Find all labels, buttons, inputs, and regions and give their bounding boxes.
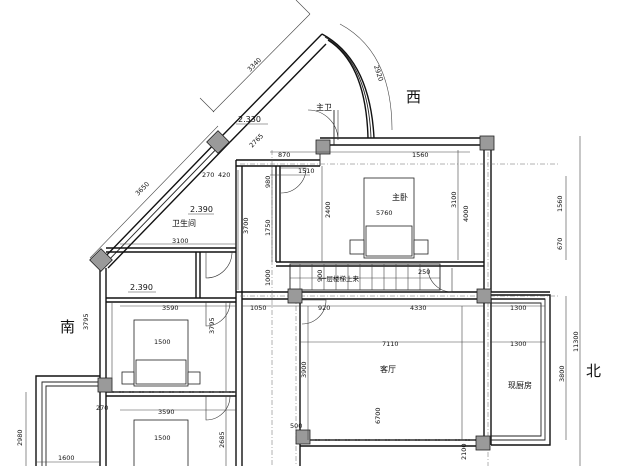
dim-1000: 1000 [264,269,272,286]
room-kitchen: 现厨房 [508,380,532,390]
direction-south: 南 [60,318,75,336]
dim-500: 500 [290,422,302,430]
dim-2100: 2100 [460,443,468,460]
dim-3800: 3800 [558,365,566,382]
dim-4000: 4000 [462,205,470,222]
dim-1300a: 1300 [510,304,527,312]
dim-420: 420 [218,171,230,179]
bed-b-dim: 1500 [154,434,171,442]
bed-master-dim: 5760 [376,209,393,217]
dim-3900a: 3900 [300,361,308,378]
dim-1050: 1050 [250,304,267,312]
dimension-lines [25,136,581,466]
doors [205,109,453,421]
dim-3795a: 3795 [82,313,90,330]
dim-11300: 11300 [572,331,580,352]
level-2390-lower: 2.390 [130,283,153,292]
dim-3700: 3700 [242,217,250,234]
dim-2400: 2400 [324,201,332,218]
interior-walls [106,110,484,397]
diagonal-facade [89,0,327,269]
stair-label: 一层楼梯上来 [320,274,360,283]
level-2330: 2.330 [238,115,261,124]
master-bed [349,177,429,259]
room-master-bath: 主卫 [316,102,332,112]
dim-2980: 2980 [16,429,24,446]
dim-1510: 1510 [298,167,315,175]
dim-3590b: 3590 [158,408,175,416]
south-balcony [35,375,100,466]
dim-3100a: 3100 [450,191,458,208]
dim-3650: 3650 [134,180,151,197]
dim-920: 920 [318,304,330,312]
dim-3340: 3340 [246,56,263,73]
dim-6700: 6700 [374,407,382,424]
dim-1750: 1750 [264,219,272,236]
dim-2685: 2685 [218,431,226,448]
dim-900: 900 [316,270,324,282]
stair-width: 250 [418,268,430,276]
bed-a-dim: 1500 [154,338,171,346]
dim-4330: 4330 [410,304,427,312]
dim-3795b: 3795 [208,317,216,334]
bed-b [133,419,189,466]
stair [289,263,441,291]
level-markers: 2.330 2.390 2.390 [128,115,268,293]
dim-1560: 1560 [412,151,429,159]
dim-3590a: 3590 [162,304,179,312]
dim-270: 270 [202,171,214,179]
direction-north: 北 [586,362,601,380]
dim-1600: 1600 [58,454,75,462]
dim-1300b: 1300 [510,340,527,348]
dim-670: 670 [556,238,564,250]
level-2390-upper: 2.390 [190,205,213,214]
direction-west: 西 [406,88,421,106]
room-bathroom: 卫生间 [172,218,196,228]
room-master-bedroom: 主卧 [392,192,408,202]
dim-1560r: 1560 [556,195,564,212]
room-living: 客厅 [380,364,396,374]
kitchen-bay [491,294,551,446]
dim-980: 980 [264,176,272,188]
bed-a [121,319,201,387]
dim-2765: 2765 [248,132,265,149]
dim-3100b: 3100 [172,237,189,245]
dim-2920: 2920 [372,64,385,82]
dim-870: 870 [278,151,290,159]
curved-bay [321,23,393,139]
dim-270b: 270 [96,404,108,412]
dim-7110: 7110 [382,340,399,348]
structural-columns [89,130,495,451]
